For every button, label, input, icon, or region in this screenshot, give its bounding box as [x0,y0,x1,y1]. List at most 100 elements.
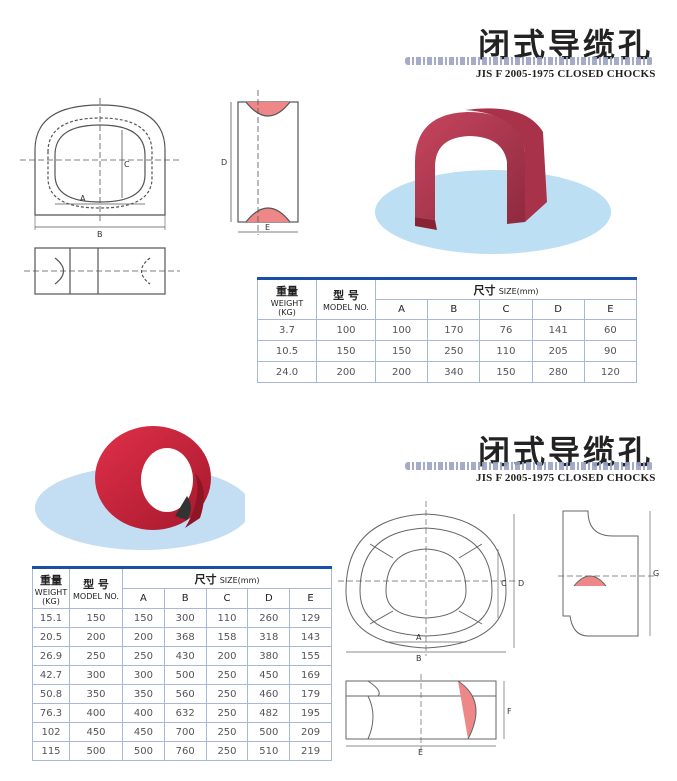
chain-divider [405,57,653,65]
chain-divider [405,462,653,470]
col-header-e: E [583,299,638,320]
cell-model: 350 [69,684,123,704]
weight-unit: (KG) [42,596,60,606]
cell-weight: 24.0 [257,361,317,383]
cell-d: 450 [247,665,291,685]
model-label-cn: 型 号 [333,289,359,302]
cell-e: 179 [289,684,332,704]
cell-d: 380 [247,646,291,666]
cell-e: 219 [289,741,332,761]
cell-model: 450 [69,722,123,742]
cell-weight: 76.3 [32,703,70,723]
cell-b: 340 [427,361,481,383]
dim-label-a: A [80,194,86,203]
cell-b: 170 [427,319,481,341]
col-header-b: B [163,588,207,609]
cell-model: 300 [69,665,123,685]
cell-b: 250 [427,340,481,362]
weight-label-en: WEIGHT [34,587,68,597]
cell-e: 169 [289,665,332,685]
section2-product-image [35,426,245,550]
cell-b: 700 [163,722,207,742]
cell-e: 90 [583,340,638,362]
dim-label-b: B [416,654,422,663]
dim-label-b: B [97,230,103,239]
cell-model: 250 [69,646,123,666]
cell-b: 760 [163,741,207,761]
dim-label-d: D [221,158,227,167]
model-label-cn: 型 号 [83,578,109,591]
cell-e: 209 [289,722,332,742]
cell-model: 200 [316,361,376,383]
cell-c: 110 [479,340,533,362]
col-header-d: D [531,299,585,320]
dim-label-g: G [653,569,659,578]
cell-b: 368 [163,627,207,647]
section1-product-image [375,108,611,254]
cell-c: 250 [205,665,249,685]
weight-label-cn: 重量 [276,284,298,298]
weight-label-en: WEIGHT [270,298,304,308]
cell-a: 100 [374,319,429,341]
model-label-en: MODEL NO. [323,303,369,312]
dim-label-c: C [501,579,507,588]
cell-a: 200 [374,361,429,383]
section1-technical-drawing: A B C D E [20,90,299,295]
cell-e: 60 [583,319,638,341]
cell-d: 318 [247,627,291,647]
model-label-en: MODEL NO. [73,592,119,601]
col-header-a: A [374,299,429,320]
cell-a: 150 [122,608,165,628]
cell-d: 260 [247,608,291,628]
cell-model: 200 [69,627,123,647]
cell-b: 300 [163,608,207,628]
cell-d: 141 [531,319,585,341]
cell-b: 560 [163,684,207,704]
cell-c: 158 [205,627,249,647]
cell-c: 250 [205,722,249,742]
cell-c: 200 [205,646,249,666]
cell-a: 500 [122,741,165,761]
size-label-cn: 尺寸 [473,283,496,297]
cell-c: 250 [205,741,249,761]
cell-a: 400 [122,703,165,723]
cell-weight: 3.7 [257,319,317,341]
cell-c: 250 [205,703,249,723]
cell-weight: 20.5 [32,627,70,647]
cell-a: 300 [122,665,165,685]
cell-weight: 102 [32,722,70,742]
weight-unit: (KG) [278,307,296,317]
dim-label-c: C [124,160,130,169]
cell-weight: 15.1 [32,608,70,628]
section2-title-en: JIS F 2005-1975 CLOSED CHOCKS [476,472,656,484]
section2-technical-drawing: A B C D E F G [338,501,659,757]
cell-d: 205 [531,340,585,362]
cell-weight: 10.5 [257,340,317,362]
cell-model: 100 [316,319,376,341]
col-header-a: A [122,588,165,609]
cell-e: 195 [289,703,332,723]
col-header-b: B [427,299,481,320]
col-header-c: C [205,588,249,609]
size-label-cn: 尺寸 [194,572,217,586]
cell-e: 155 [289,646,332,666]
weight-label-cn: 重量 [40,573,62,587]
cell-e: 143 [289,627,332,647]
cell-weight: 42.7 [32,665,70,685]
cell-d: 510 [247,741,291,761]
cell-b: 430 [163,646,207,666]
col-header-e: E [289,588,332,609]
col-header-c: C [479,299,533,320]
